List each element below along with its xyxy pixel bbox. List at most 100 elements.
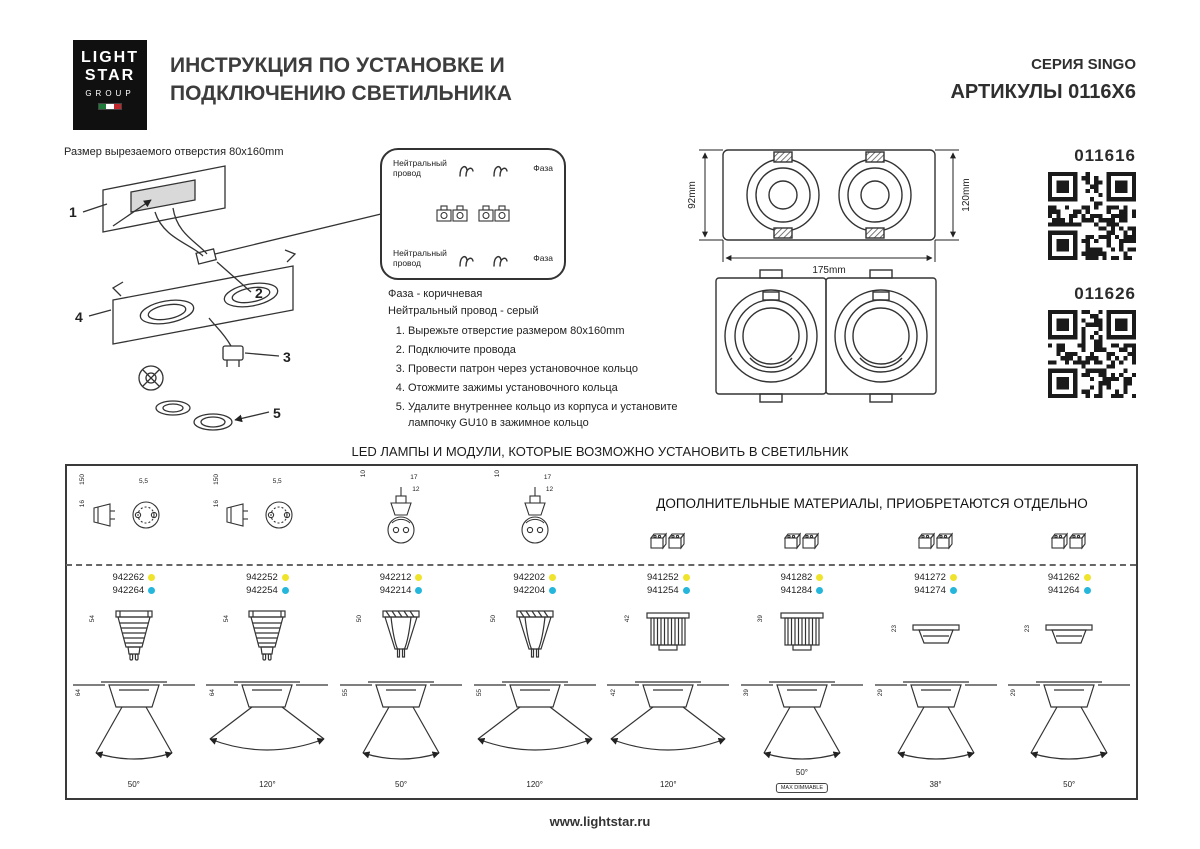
- cool-dot-icon: [148, 587, 156, 594]
- article-number: 942214: [379, 585, 412, 596]
- cool-dot-icon: [415, 587, 423, 594]
- step-4: Отожмите зажимы установочного кольца: [408, 381, 693, 397]
- beam-cone-icon: [336, 665, 466, 769]
- cool-dot-icon: [816, 587, 824, 594]
- lamp-profile-drawing: 39: [735, 599, 869, 665]
- article-list: 942202 942204: [468, 571, 602, 599]
- article-list: 941272 941274: [869, 571, 1003, 599]
- lamp-profile-drawing: 50: [468, 599, 602, 665]
- cool-dot-icon: [549, 587, 557, 594]
- article-number: 942202: [513, 572, 546, 583]
- beam-cone-icon: [202, 665, 332, 769]
- beam-cone-icon: [470, 665, 600, 769]
- connector-icon: [1051, 533, 1086, 549]
- connector-icon: [650, 533, 685, 549]
- top-dim: 12: [545, 486, 554, 493]
- article-qr-block: 011616: [1044, 146, 1136, 260]
- slim-module-profile-icon: [911, 624, 960, 644]
- article-number-1: 011616: [1074, 146, 1136, 165]
- installation-steps: Вырежьте отверстие размером 80x160mm Под…: [388, 324, 693, 435]
- title-line-2: ПОДКЛЮЧЕНИЮ СВЕТИЛЬНИКА: [170, 82, 512, 106]
- lamp-top-drawing: 10 17 12: [468, 466, 602, 566]
- install-depth-dim: 29: [876, 689, 884, 697]
- warm-dot-icon: [281, 574, 289, 581]
- logo-line: GROUP: [85, 88, 135, 98]
- beam-cone-icon: [603, 665, 733, 769]
- install-cone-diagram: 29 50°: [1002, 665, 1136, 795]
- exploded-assembly-diagram: 1 2 3 4 5: [69, 165, 382, 431]
- lamp-top-drawing: 10 17 12: [334, 466, 468, 566]
- lamp-profile-drawing: 23: [1002, 599, 1136, 665]
- install-depth-dim: 55: [475, 689, 483, 697]
- dashed-divider: [66, 564, 1136, 566]
- gu10-lamp-icon: [93, 501, 160, 529]
- lamp-height-dim: 50: [356, 615, 364, 623]
- beam-cone-icon: [1004, 665, 1134, 769]
- install-depth-dim: 29: [1010, 689, 1018, 697]
- beam-cone-icon: [69, 665, 199, 769]
- connector-drawing: [735, 466, 869, 566]
- top-dim: 12: [412, 486, 420, 493]
- lamp-profile-drawing: 50: [334, 599, 468, 665]
- header-right: СЕРИЯ SINGO АРТИКУЛЫ 0116X6: [950, 56, 1136, 104]
- callout-5: 5: [273, 405, 281, 421]
- install-cone-diagram: 55 50°: [334, 665, 468, 795]
- page-title: ИНСТРУКЦИЯ ПО УСТАНОВКЕ И ПОДКЛЮЧЕНИЮ СВ…: [170, 52, 512, 109]
- article-number: 942262: [112, 572, 145, 583]
- install-depth-dim: 64: [208, 689, 216, 697]
- callout-2: 2: [255, 285, 263, 301]
- top-dim: 17: [410, 474, 418, 481]
- top-dim: 5,5: [272, 478, 282, 485]
- step-1: Вырежьте отверстие размером 80x160mm: [408, 324, 693, 340]
- warm-dot-icon: [816, 574, 824, 581]
- gu10-profile-icon: [248, 610, 287, 661]
- top-dim: 10: [493, 470, 501, 478]
- additional-materials-note: ДОПОЛНИТЕЛЬНЫЕ МАТЕРИАЛЫ, ПРИОБРЕТАЮТСЯ …: [656, 496, 1088, 511]
- slim-module-profile-icon: [1045, 624, 1093, 644]
- lamps-table: 150 16 5,5 942262 942264 54 64 50° 15: [65, 464, 1138, 800]
- article-number: 941252: [646, 572, 679, 583]
- article-list: 941252 941254: [602, 571, 736, 599]
- led-module-profile-icon: [780, 612, 824, 651]
- lamp-height-dim: 54: [222, 615, 230, 623]
- article-list: 942262 942264: [67, 571, 201, 599]
- lamp-profile-drawing: 54: [201, 599, 335, 665]
- top-dim: 150: [212, 474, 220, 485]
- lamp-column-5: 941252 941254 42 42 120°: [602, 466, 736, 798]
- lamps-section-heading: LED ЛАМПЫ И МОДУЛИ, КОТОРЫЕ ВОЗМОЖНО УСТ…: [351, 444, 849, 459]
- lamp-height-dim: 42: [623, 615, 631, 623]
- phase-wire-label: Фаза: [533, 253, 553, 264]
- callout-3: 3: [283, 349, 291, 365]
- wire-icon: [459, 165, 475, 177]
- beam-angle: 50°: [795, 768, 808, 777]
- cool-dot-icon: [281, 587, 289, 594]
- warm-dot-icon: [1083, 574, 1091, 581]
- warm-dot-icon: [148, 574, 156, 581]
- beam-angle: 50°: [127, 780, 140, 789]
- top-dim: 17: [543, 474, 552, 481]
- cutout-size-note: Размер вырезаемого отверстия 80x160mm: [64, 146, 284, 158]
- wire-icon: [492, 256, 508, 267]
- neutral-wire-label: Нейтральный провод: [393, 248, 447, 269]
- install-depth-dim: 64: [75, 689, 82, 697]
- wire-icon: [492, 165, 508, 177]
- article-list: 942212 942214: [334, 571, 468, 599]
- beam-cone-icon: [737, 665, 867, 769]
- lamp-column-6: 941282 941284 39 39 50° MAX DIMMABLE: [735, 466, 869, 798]
- article-number: 942204: [513, 585, 546, 596]
- top-view-drawing: 92mm 120mm 175mm: [687, 149, 972, 276]
- articles-label: АРТИКУЛЫ 0116X6: [950, 81, 1136, 103]
- cool-dot-icon: [682, 587, 690, 594]
- warm-dot-icon: [682, 574, 690, 581]
- wire-color-notes: Фаза - коричневая Нейтральный провод - с…: [388, 286, 539, 319]
- connector-drawing: [869, 466, 1003, 566]
- gu10-profile-icon: [115, 610, 153, 661]
- article-number: 941284: [780, 585, 813, 596]
- lamp-profile-drawing: 42: [602, 599, 736, 665]
- footer-url: www.lightstar.ru: [549, 814, 651, 829]
- cool-dot-icon: [949, 587, 957, 594]
- connector-drawing: [1002, 466, 1136, 566]
- warm-dot-icon: [415, 574, 423, 581]
- article-number: 941282: [780, 572, 813, 583]
- lamp-height-dim: 23: [1024, 625, 1032, 633]
